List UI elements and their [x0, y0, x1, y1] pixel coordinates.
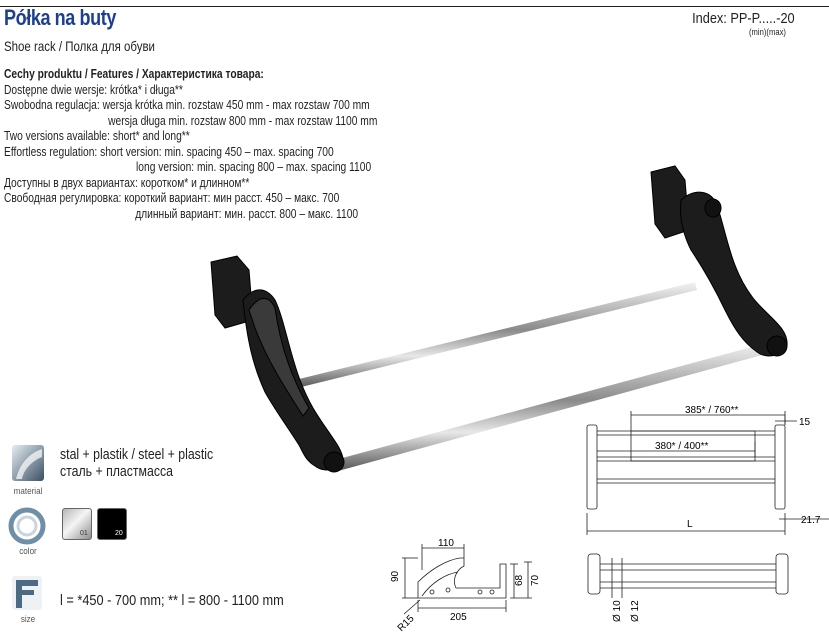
feature-line: Swobodna regulacja: wersja krótka min. r… — [4, 98, 370, 112]
material-icon — [12, 445, 44, 481]
size-label: size — [20, 614, 36, 625]
feature-line: длинный вариант: мин. расст. 800 – макс.… — [135, 206, 359, 221]
dim-bracket-width: 110 — [438, 538, 454, 549]
dim-depth: 21.7 — [801, 515, 821, 526]
dim-bracket-radius: R15 — [396, 613, 417, 634]
feature-line: Effortless regulation: short version: mi… — [4, 144, 334, 159]
dim-bracket-h1: 68 — [514, 574, 525, 586]
front-rod — [335, 342, 773, 471]
page-subtitle: Shoe rack / Полка для обуви — [4, 38, 155, 54]
front-view-drawing: Ø 10 Ø 12 — [587, 553, 789, 622]
dim-bracket-base: 205 — [450, 612, 467, 623]
dim-rod-d2: Ø 12 — [630, 600, 641, 622]
right-bracket — [650, 165, 788, 357]
feature-line: wersja długa min. rozstaw 800 mm - max r… — [108, 113, 378, 128]
dim-bracket-h2: 70 — [530, 574, 541, 586]
size-text: l = *450 - 700 mm; ** l = 800 - 1100 mm — [60, 592, 284, 609]
material-text: stal + plastik / steel + plastic сталь +… — [60, 446, 213, 480]
material-text-1: stal + plastik / steel + plastic — [60, 446, 214, 463]
product-index: Index: PP-P.....-20 — [692, 10, 795, 27]
product-photo — [210, 165, 788, 473]
header-rule — [0, 6, 829, 7]
color-swatch-01[interactable] — [62, 508, 92, 540]
dim-bracket-height: 90 — [390, 570, 401, 582]
features-block: Cechy produktu / Features / Характеристи… — [4, 67, 377, 222]
back-rod — [295, 282, 697, 388]
color-icon — [8, 507, 46, 545]
dim-length: L — [687, 519, 693, 530]
material-label: material — [13, 486, 43, 497]
size-icon — [12, 576, 42, 610]
page-title: Półka na buty — [4, 5, 116, 30]
features-heading: Cechy produktu / Features / Характеристи… — [4, 67, 264, 81]
bracket-drawing: 110 90 205 68 70 R15 — [390, 538, 541, 634]
material-text-2: сталь + пластмасса — [60, 463, 173, 480]
feature-line: Dostępne dwie wersje: krótka* i długa** — [4, 82, 183, 97]
feature-line: Свободная регулировка: короткий вариант:… — [4, 191, 340, 205]
feature-line: Two versions available: short* and long*… — [4, 129, 190, 143]
dim-rod-d1: Ø 10 — [612, 600, 623, 622]
feature-line: long version: min. spacing 800 – max. sp… — [136, 160, 372, 174]
top-view-drawing: 385* / 760** 380* / 400** 15 L 21.7 — [586, 405, 829, 535]
product-index-sub: (min)(max) — [749, 27, 786, 37]
color-label: color — [19, 546, 37, 557]
color-code-01: 01 — [80, 530, 88, 537]
color-code-20: 20 — [115, 530, 123, 537]
color-swatch-20[interactable] — [97, 508, 127, 540]
dim-top-width: 385* / 760** — [685, 405, 738, 416]
dim-inner-width: 380* / 400** — [655, 441, 708, 452]
feature-line: Доступны в двух вариантах: коротком* и д… — [4, 175, 250, 190]
left-bracket — [210, 255, 345, 473]
dim-edge: 15 — [799, 417, 811, 428]
